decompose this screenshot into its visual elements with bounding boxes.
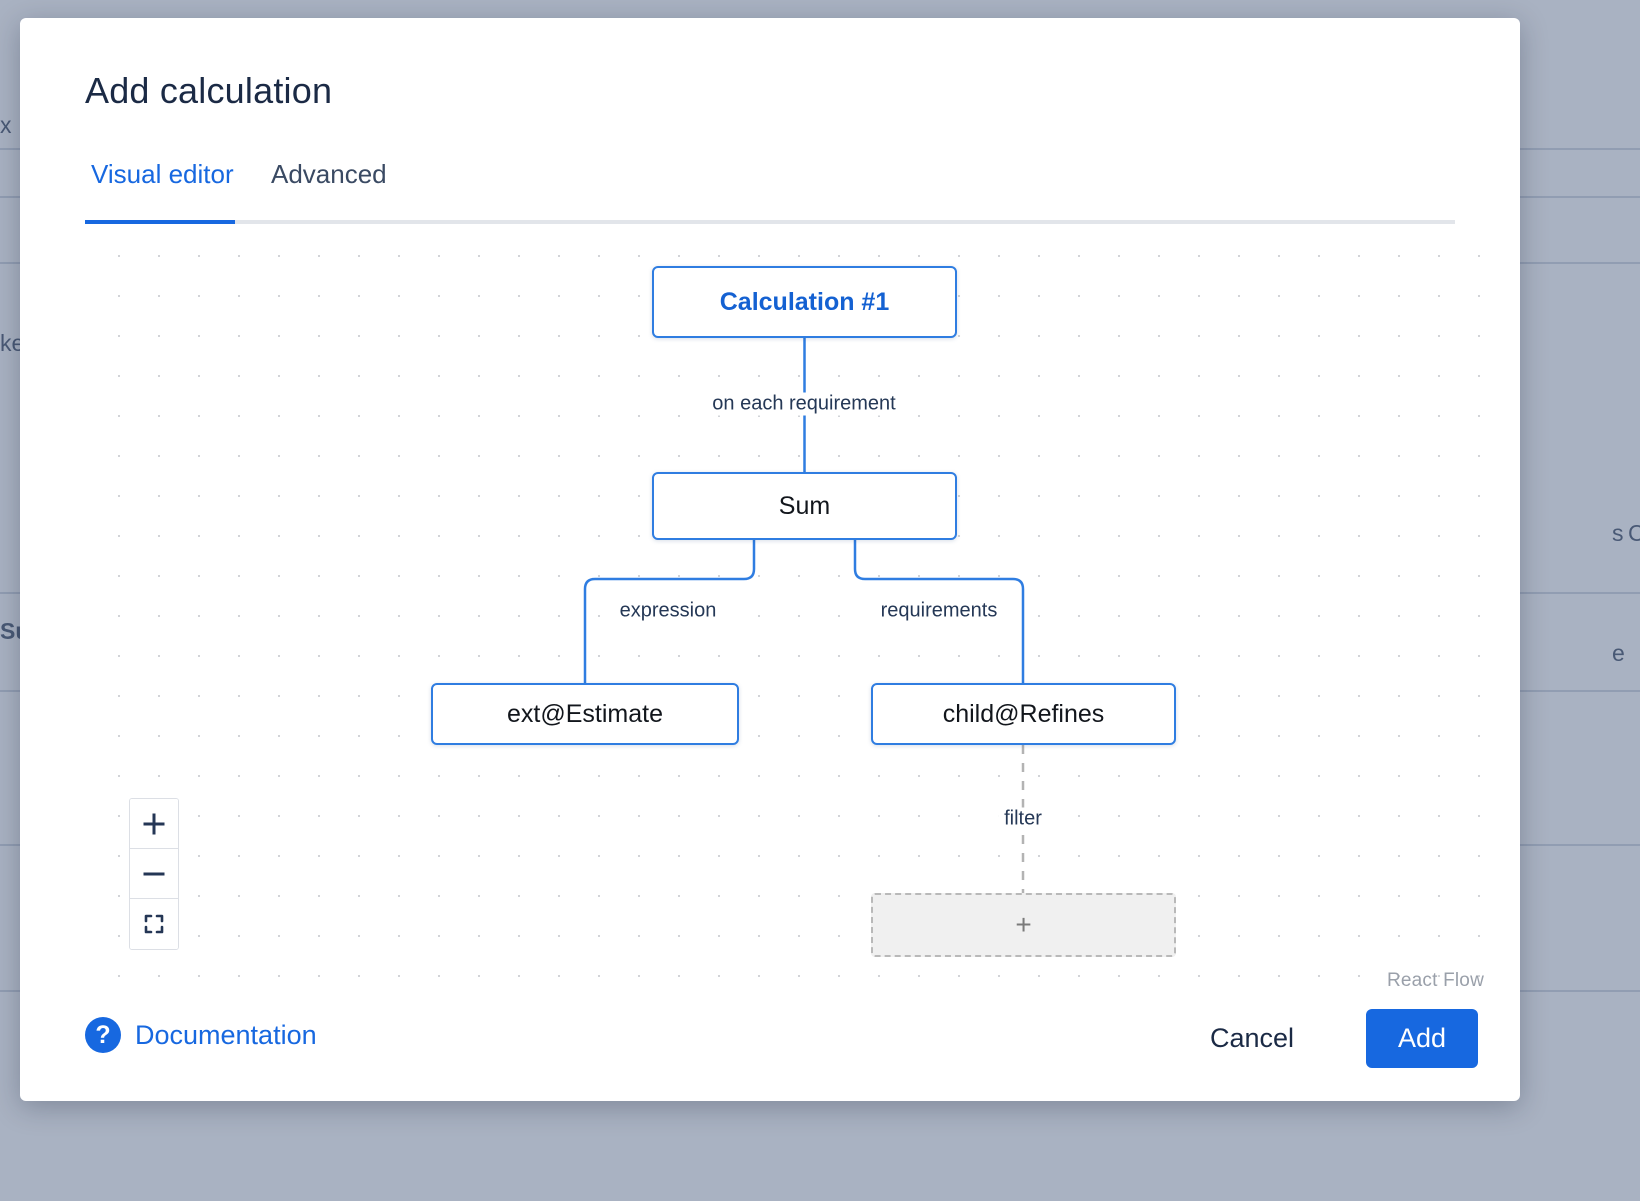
react-flow-attribution[interactable]: React Flow [1386,970,1484,991]
node-ext-estimate[interactable]: ext@Estimate [431,683,739,745]
node-calculation-1[interactable]: Calculation #1 [652,266,957,338]
node-sum[interactable]: Sum [652,472,957,540]
edge-label-on-each-requirement: on each requirement [706,392,902,416]
zoom-controls [129,798,179,950]
tab-bar: Visual editor Advanced [85,158,1455,224]
fit-view-button[interactable] [130,899,178,949]
edge-label-expression: expression [613,599,723,623]
page-title: Add calculation [85,70,333,111]
documentation-link[interactable]: ? Documentation [85,1017,317,1053]
add-button[interactable]: Add [1365,1009,1478,1068]
tab-active-indicator [85,220,235,224]
zoom-in-button[interactable] [130,799,178,849]
add-filter-placeholder[interactable]: + [871,893,1176,957]
documentation-label: Documentation [135,1019,317,1050]
zoom-out-button[interactable] [130,849,178,899]
plus-icon [143,813,165,834]
fit-view-icon [144,914,164,934]
tab-visual-editor[interactable]: Visual editor [85,158,240,212]
edge-layer [583,338,1025,893]
dialog-footer: ? Documentation Cancel Add [20,1001,1520,1101]
cancel-button[interactable]: Cancel [1194,1011,1310,1066]
edge-label-filter: filter [998,807,1048,831]
edge-sum-to-requirements [853,540,1025,683]
minus-icon [143,872,165,875]
edge-sum-to-expression [583,540,756,683]
flow-canvas[interactable]: Calculation #1 Sum ext@Estimate child@Re… [85,228,1490,998]
tab-advanced[interactable]: Advanced [265,158,393,212]
add-calculation-dialog: Add calculation Visual editor Advanced C… [20,18,1520,1101]
node-child-refines[interactable]: child@Refines [871,683,1176,745]
tab-underline-track [85,220,1455,224]
edge-label-requirements: requirements [874,599,1004,623]
question-mark-circle-icon: ? [85,1017,121,1053]
